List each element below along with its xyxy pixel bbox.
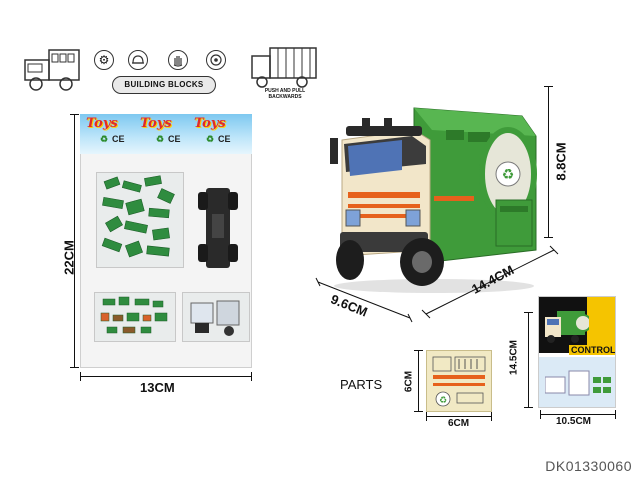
parts-label: PARTS xyxy=(340,377,383,392)
parts-height-line xyxy=(418,350,419,412)
box-height-label: 14.5CM xyxy=(508,340,520,376)
box-height-cap-top xyxy=(524,312,533,313)
parts-width-label: 6CM xyxy=(448,418,470,429)
box-width-line xyxy=(540,414,616,415)
bag-brand-2: Toys xyxy=(140,116,172,131)
hardhat-glyph xyxy=(128,50,148,70)
push-pull-label: PUSH AND PULL BACKWARDS xyxy=(264,88,306,100)
grey-parts-pack xyxy=(182,292,250,342)
box-width-cap-left xyxy=(540,410,541,419)
hand-icon xyxy=(168,50,188,70)
bag-width-label: 13CM xyxy=(140,380,175,395)
gear-icon xyxy=(94,50,114,70)
recycle-mark-2: ♻ xyxy=(156,134,165,144)
chassis-part xyxy=(198,184,238,272)
bag-width-line xyxy=(80,376,252,377)
product-box: CONTROL xyxy=(538,296,616,408)
box-top-accent xyxy=(587,297,615,353)
garbage-truck-image: ♻ xyxy=(322,100,546,296)
bag-brand-3: Toys xyxy=(194,116,226,131)
bag-height-cap-bottom xyxy=(70,367,79,368)
box-height-cap-bottom xyxy=(524,407,533,408)
truck-outline-left xyxy=(22,42,84,94)
recycle-mark-3: ♻ xyxy=(206,134,215,144)
building-blocks-label: BUILDING BLOCKS xyxy=(124,80,204,89)
box-width-cap-right xyxy=(615,410,616,419)
truck-height-cap-bottom xyxy=(544,237,553,238)
bag-height-line xyxy=(74,114,75,368)
box-height-line xyxy=(528,312,529,408)
box-control-label: CONTROL xyxy=(569,345,616,355)
ce-mark-3: CE xyxy=(218,134,231,144)
bag-header xyxy=(80,114,252,154)
hand-glyph xyxy=(168,50,188,70)
bag-width-cap-left xyxy=(80,372,81,381)
bag-height-cap-top xyxy=(70,114,79,115)
truck-outline-right xyxy=(250,42,320,92)
wheel-glyph xyxy=(206,50,226,70)
wheel-icon xyxy=(206,50,226,70)
parts-sheet: ♻ xyxy=(426,350,492,412)
ce-mark-2: CE xyxy=(168,134,181,144)
gear-glyph: ⚙ xyxy=(98,53,110,67)
bag-brand-1: Toys xyxy=(86,116,118,131)
bag-width-cap-right xyxy=(251,372,252,381)
truck-height-line xyxy=(548,86,549,238)
svg-text:♻: ♻ xyxy=(502,167,515,183)
svg-text:♻: ♻ xyxy=(439,396,447,406)
parts-width-line xyxy=(426,416,492,417)
building-blocks-banner: BUILDING BLOCKS xyxy=(112,76,216,94)
recycle-mark-1: ♻ xyxy=(100,134,109,144)
parts-height-cap-bottom xyxy=(414,411,423,412)
parts-height-cap-top xyxy=(414,350,423,351)
sku-code: DK01330060 xyxy=(545,458,632,474)
mixed-bricks-pack xyxy=(94,292,176,342)
green-bricks-pack xyxy=(96,172,184,268)
ce-mark-1: CE xyxy=(112,134,125,144)
parts-width-cap-left xyxy=(426,412,427,421)
truck-height-cap-top xyxy=(544,86,553,87)
parts-width-cap-right xyxy=(491,412,492,421)
parts-height-label: 6CM xyxy=(403,370,415,393)
hardhat-icon xyxy=(128,50,148,70)
box-width-label: 10.5CM xyxy=(556,416,592,427)
